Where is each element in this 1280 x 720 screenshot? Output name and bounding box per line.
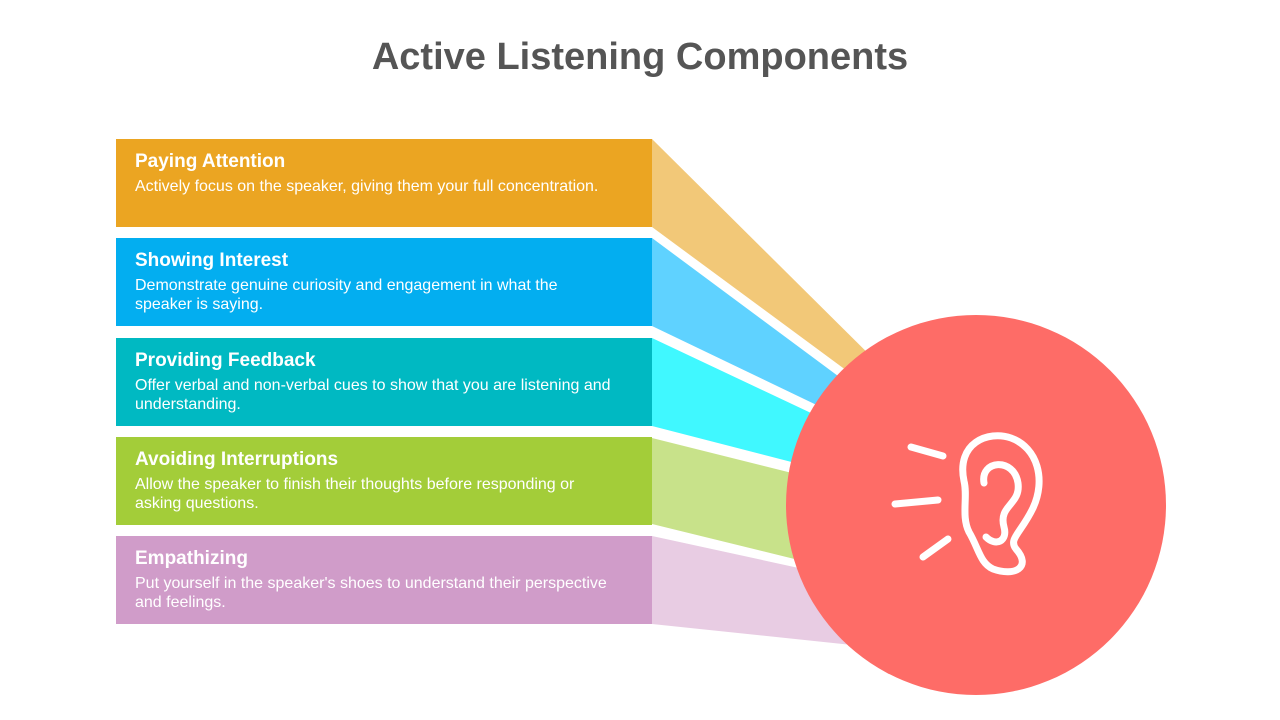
component-description: Put yourself in the speaker's shoes to u… [135, 575, 607, 611]
component-description: Allow the speaker to finish their though… [135, 476, 575, 512]
ear-icon [891, 432, 1043, 576]
ray-paying-attention [652, 139, 900, 410]
page-title: Active Listening Components [371, 36, 909, 78]
component-empathizing: Empathizing Put yourself in the speaker'… [116, 536, 652, 624]
component-description: Offer verbal and non-verbal cues to show… [135, 377, 611, 413]
component-heading: Empathizing [135, 548, 248, 569]
component-description: Demonstrate genuine curiosity and engage… [135, 277, 558, 313]
component-heading: Avoiding Interruptions [135, 449, 339, 470]
component-heading: Providing Feedback [135, 350, 316, 371]
component-heading: Showing Interest [135, 250, 289, 271]
component-providing-feedback: Providing Feedback Offer verbal and non-… [116, 338, 652, 426]
component-description: Actively focus on the speaker, giving th… [135, 178, 599, 195]
component-paying-attention: Paying Attention Actively focus on the s… [116, 139, 652, 227]
component-showing-interest: Showing Interest Demonstrate genuine cur… [116, 238, 652, 326]
component-heading: Paying Attention [135, 151, 286, 172]
center-circle [786, 315, 1166, 695]
component-avoiding-interruptions: Avoiding Interruptions Allow the speaker… [116, 437, 652, 525]
